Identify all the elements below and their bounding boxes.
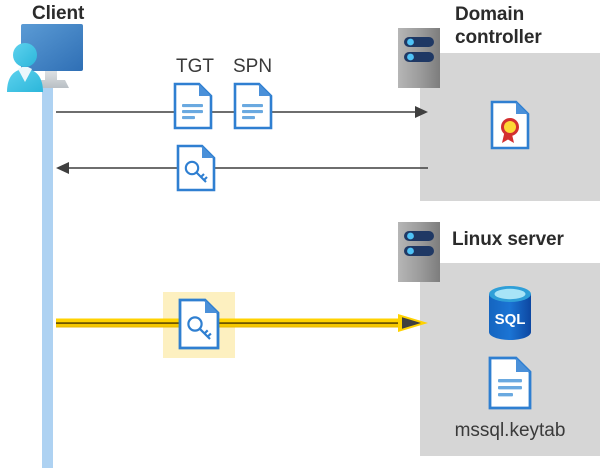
service-ticket-document-key-icon [176,144,216,192]
page-title-linux-server: Linux server [452,229,564,250]
label-keytab-filename: mssql.keytab [454,420,566,441]
arrow-client-to-linux-server [56,314,428,332]
sql-database-icon: SQL [487,285,533,341]
arrow-domain-controller-to-client [56,162,428,174]
certificate-document-icon [490,100,530,150]
client-computer-icon [4,22,96,94]
page-title-domain-controller: Domain controller [455,4,542,48]
spn-document-icon [233,82,273,130]
keytab-credential-document-key-icon [178,298,220,350]
keytab-document-icon [488,356,532,410]
linux-server-rack-icon [398,222,440,282]
label-tgt: TGT [176,56,214,77]
sql-badge-text: SQL [495,311,526,328]
label-spn: SPN [233,56,273,77]
tgt-document-icon [173,82,213,130]
domain-controller-server-rack-icon [398,28,440,88]
page-title-client: Client [32,3,85,24]
client-lifeline [42,88,53,468]
